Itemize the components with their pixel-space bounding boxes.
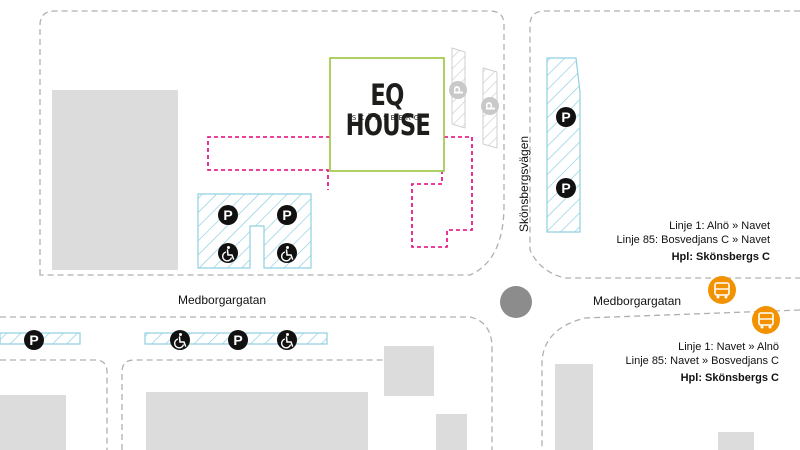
- buildings-gray: [0, 90, 754, 450]
- bus-line-85-north: Linje 85: Bosvedjans C » Navet: [616, 234, 770, 246]
- bus-icons: [707, 275, 781, 335]
- bus-stop-name-south: Hpl: Skönsbergs C: [680, 372, 779, 384]
- bus-line-85-south: Linje 85: Navet » Bosvedjans C: [625, 355, 779, 367]
- svg-text:P: P: [483, 101, 498, 110]
- building-subtitle: SKÖNSBERG: [351, 114, 423, 122]
- bus-stop-name-north: Hpl: Skönsbergs C: [671, 251, 770, 263]
- building-name: EQ HOUSE: [345, 78, 431, 142]
- street-label-skonsbergsvagen: Skönsbergsvägen: [517, 135, 531, 232]
- street-label-medborgargatan-east: Medborgargatan: [593, 294, 682, 308]
- eq-house-building: [329, 57, 445, 172]
- bus-line-1-south: Linje 1: Navet » Alnö: [678, 341, 779, 353]
- bus-stop-info-south: Linje 1: Navet » Alnö Linje 85: Navet » …: [626, 340, 779, 385]
- walkway-paths: [207, 136, 473, 248]
- bus-line-1-north: Linje 1: Alnö » Navet: [669, 220, 770, 232]
- street-label-medborgargatan-west: Medborgargatan: [178, 293, 267, 307]
- bus-stop-info-north: Linje 1: Alnö » Navet Linje 85: Bosvedja…: [617, 219, 770, 264]
- svg-text:P: P: [451, 85, 466, 94]
- roundabout: [500, 286, 532, 318]
- road-outlines: [0, 10, 800, 450]
- gray-parking-icons: P P: [449, 81, 499, 115]
